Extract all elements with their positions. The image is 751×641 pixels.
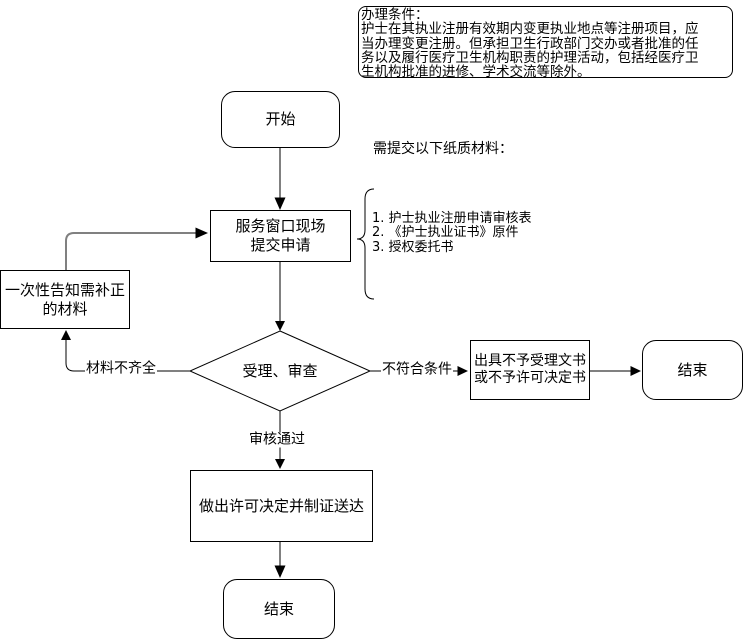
edge-label-incomplete: 材料不齐全 bbox=[85, 360, 157, 377]
edge-notify-to-submit bbox=[65, 232, 196, 270]
condition-note: 办理条件： 护士在其执业注册有效期内变更执业地点等注册项目，应 当办理变更注册。… bbox=[358, 6, 733, 78]
materials-list-item: 3. 授权委托书 bbox=[372, 239, 454, 255]
condition-note-line: 生机构批准的进修、学术交流等除外。 bbox=[361, 64, 591, 78]
node-submit-label-line1: 服务窗口现场 bbox=[235, 217, 326, 235]
node-notify: 一次性告知需补正 的材料 bbox=[0, 270, 130, 329]
materials-note-title: 需提交以下纸质材料： bbox=[373, 141, 513, 157]
edge-review-to-notify bbox=[65, 338, 190, 372]
node-end-right-label: 结束 bbox=[677, 360, 708, 379]
node-end-bottom-label: 结束 bbox=[263, 599, 294, 618]
node-start: 开始 bbox=[221, 91, 340, 148]
node-submit-label-line2: 提交申请 bbox=[250, 236, 311, 254]
node-approve: 做出许可决定并制证送达 bbox=[190, 470, 373, 542]
arrowhead-start-to-submit bbox=[274, 197, 286, 210]
node-reject-label-line1: 出具不予受理文书 bbox=[474, 353, 586, 369]
edge-label-not-qualified: 不符合条件 bbox=[381, 361, 453, 378]
arrowhead-reject-to-end bbox=[630, 366, 641, 376]
condition-note-line: 务以及履行医疗卫生机构职责的护理活动，包括经医疗卫 bbox=[361, 49, 699, 66]
edge-label-approved: 审核通过 bbox=[248, 431, 306, 448]
node-end-bottom: 结束 bbox=[223, 579, 335, 639]
arrowhead-submit-to-review bbox=[275, 321, 285, 331]
condition-note-line: 护士在其执业注册有效期内变更执业地点等注册项目，应 bbox=[361, 21, 699, 38]
condition-note-line: 办理条件： bbox=[361, 7, 429, 23]
arrowhead-review-to-notify bbox=[61, 330, 71, 340]
node-start-label: 开始 bbox=[265, 110, 296, 128]
arrowhead-review-to-reject bbox=[457, 366, 468, 376]
node-submit: 服务窗口现场 提交申请 bbox=[210, 210, 351, 262]
node-review-label: 受理、审查 bbox=[190, 331, 370, 411]
node-review-label-text: 受理、审查 bbox=[242, 361, 318, 380]
materials-list: 1. 护士执业注册申请审核表 2. 《护士执业证书》原件 3. 授权委托书 bbox=[372, 211, 532, 255]
arrowhead-approve-to-end bbox=[274, 565, 286, 578]
node-reject-label-line2: 或不予许可决定书 bbox=[474, 370, 586, 386]
materials-list-item: 1. 护士执业注册申请审核表 bbox=[372, 211, 532, 226]
materials-brace bbox=[356, 188, 375, 300]
node-notify-label-line2: 的材料 bbox=[42, 299, 88, 318]
arrowhead-notify-to-submit bbox=[195, 227, 208, 239]
decision-review-shape bbox=[188, 330, 372, 412]
arrowhead-review-to-approve bbox=[275, 459, 285, 469]
node-reject: 出具不予受理文书 或不予许可决定书 bbox=[470, 340, 590, 400]
materials-list-item: 2. 《护士执业证书》原件 bbox=[372, 225, 519, 241]
node-approve-label: 做出许可决定并制证送达 bbox=[198, 496, 364, 515]
condition-note-line: 当办理变更注册。但承担卫生行政部门交办或者批准的任 bbox=[361, 35, 699, 52]
node-notify-label-line1: 一次性告知需补正 bbox=[4, 280, 125, 299]
node-end-right: 结束 bbox=[642, 340, 743, 400]
